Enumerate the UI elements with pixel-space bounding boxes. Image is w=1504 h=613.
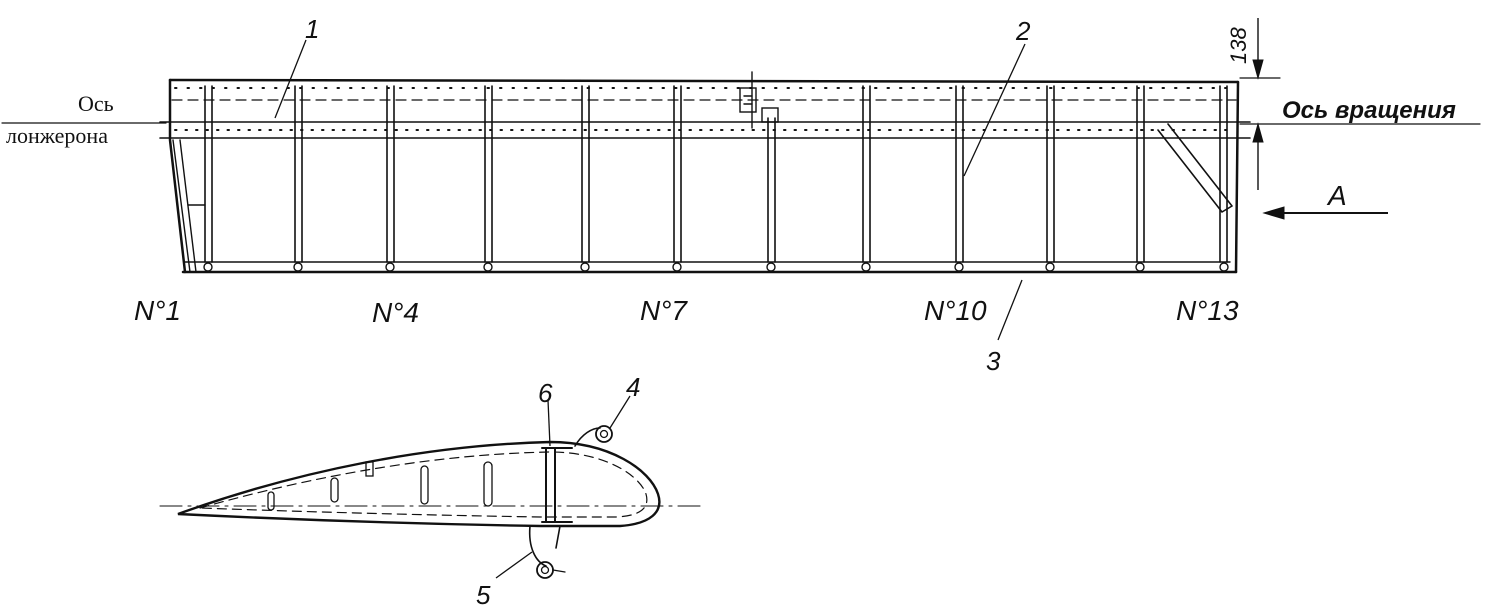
root-strut [172, 139, 197, 273]
rib-set [204, 85, 1228, 263]
rib-feet [203, 262, 1229, 272]
aileron-section [159, 425, 701, 579]
rib-label: N°7 [640, 295, 688, 326]
lower-hinge-lug [528, 525, 561, 567]
upper-hinge-eye [595, 425, 613, 443]
section-callout-leaders [495, 395, 631, 579]
rib-1-edge [168, 78, 187, 274]
rib-label: N°1 [134, 295, 181, 326]
trim-strut [1157, 123, 1233, 213]
dimension-label: 138 [1226, 27, 1251, 64]
rotation-axis-label: Ось вращения [1282, 97, 1456, 124]
callout-leaders [274, 39, 1026, 341]
rib-label: N°13 [1176, 295, 1239, 326]
spar-axis-label-line2: лонжерона [6, 123, 108, 148]
rib-label: N°4 [372, 297, 419, 328]
callout-1: 1 [305, 14, 319, 44]
hinge-bracket [739, 71, 779, 129]
view-arrow-label: A [1326, 180, 1347, 211]
callout-4: 4 [626, 372, 640, 402]
rib-13-edge [1234, 80, 1240, 274]
callout-5: 5 [476, 580, 491, 610]
leading-edge-line [168, 78, 1240, 84]
aileron-plan-view [1, 71, 1481, 274]
view-arrow [1262, 206, 1388, 220]
callout-3: 3 [986, 346, 1001, 376]
rib-label: N°10 [924, 295, 987, 326]
section-spar [541, 447, 573, 523]
spar-axis-label-line1: Ось [78, 91, 114, 116]
callout-6: 6 [538, 378, 553, 408]
callout-2: 2 [1015, 16, 1031, 46]
profile-inner [199, 451, 648, 518]
profile-outer [177, 440, 661, 528]
lower-hinge-eye [536, 561, 554, 579]
dimension-138 [1252, 18, 1264, 190]
